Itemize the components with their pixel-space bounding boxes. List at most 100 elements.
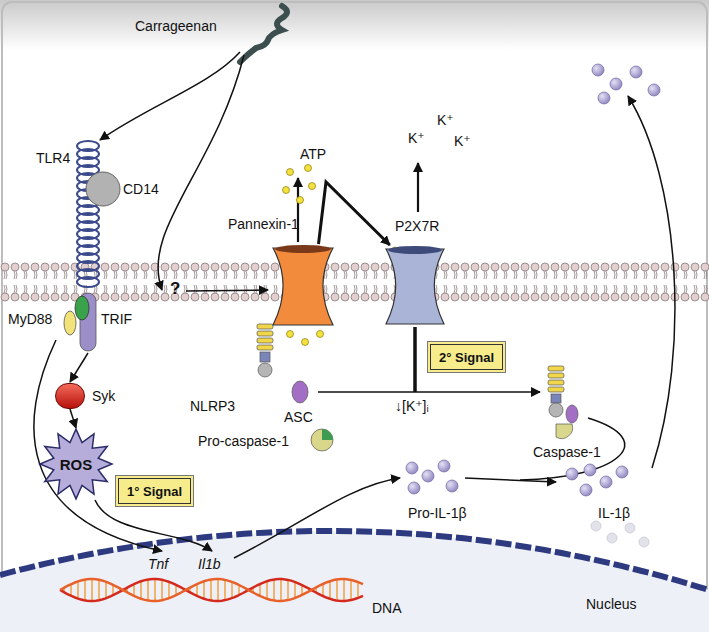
dna-rung <box>357 582 359 598</box>
pathway-arrows <box>34 52 675 558</box>
part-label: Caspase-1 <box>533 444 601 460</box>
faded-il1b <box>591 521 601 531</box>
faded-il1b <box>639 537 649 547</box>
part-label: Nucleus <box>586 596 637 612</box>
il1b-molecules <box>592 64 604 76</box>
dna-rung <box>105 582 107 598</box>
nlrp3-protein <box>257 331 273 336</box>
pannexin-channel: Pannexin-1 <box>272 244 334 326</box>
dna-rung <box>98 580 100 600</box>
dna-rung <box>280 579 282 601</box>
active-inflammasome <box>548 366 564 371</box>
p2x7r-channel <box>385 245 445 325</box>
atp-molecules <box>302 339 309 346</box>
channel-body <box>386 249 444 324</box>
il1b-molecules <box>600 476 612 488</box>
part-label: TRIF <box>101 311 132 327</box>
node-label: P2X7R <box>395 218 439 234</box>
pro-caspase-1-protein <box>311 429 333 451</box>
dna-rung <box>161 580 163 600</box>
atp-molecules <box>283 187 290 194</box>
coil-turn <box>77 277 99 287</box>
part-label: ASC <box>284 409 313 425</box>
dna-rung <box>322 584 324 596</box>
p2x7r-channel: P2X7R <box>385 245 445 325</box>
channel-pore <box>275 245 331 253</box>
dna-rung <box>350 580 352 600</box>
active-inflammasome <box>548 366 578 439</box>
dna-rung <box>231 582 233 598</box>
il1b-molecules <box>438 460 450 472</box>
dna-rung <box>336 580 338 601</box>
signal-line <box>413 327 417 392</box>
asc-protein <box>292 381 308 403</box>
dna-rung <box>70 584 72 595</box>
dna-strand <box>60 579 363 601</box>
active-inflammasome <box>556 424 573 439</box>
dna-rung <box>196 584 198 596</box>
part-label: MyD88 <box>8 311 52 327</box>
active-inflammasome <box>551 394 561 403</box>
part-label: NLRP3 <box>190 398 235 414</box>
il1b-molecules <box>610 78 622 90</box>
part-label: Il1b <box>198 556 221 572</box>
il1b-molecules <box>406 462 418 474</box>
il1b-molecules <box>422 470 434 482</box>
active-inflammasome <box>548 373 564 378</box>
extracellular-shade <box>0 0 709 50</box>
arrow <box>318 391 540 393</box>
node-label: 1° Signal <box>127 484 182 499</box>
dna-rung <box>210 580 212 601</box>
tlr4-tir-domain <box>75 296 89 320</box>
node-label: Pannexin-1 <box>228 216 299 232</box>
part-label: DNA <box>372 600 402 616</box>
part-label: ? <box>170 281 180 297</box>
part-label: K⁺ <box>408 130 425 146</box>
dna-rung <box>147 580 149 601</box>
syk-protein: Syk <box>55 383 85 409</box>
part-label: Pro-caspase-1 <box>198 433 289 449</box>
arrow <box>520 418 625 480</box>
signal-box: 1° Signal <box>118 478 191 504</box>
ros-star <box>40 429 112 499</box>
dna-rung <box>343 579 345 601</box>
active-inflammasome <box>548 380 564 385</box>
nlrp3-protein <box>258 363 272 377</box>
faded-il1b <box>625 523 635 533</box>
il1b-molecules <box>408 482 420 494</box>
il1b-molecules <box>580 484 592 496</box>
dna-rung <box>77 581 79 598</box>
node-label: Syk <box>92 388 115 404</box>
atp-molecules <box>297 197 304 204</box>
channel-pore <box>388 246 442 254</box>
pro-caspase-1-protein <box>322 429 333 440</box>
arrow <box>34 340 162 551</box>
dna-rung <box>168 582 170 598</box>
dna-rung <box>217 579 219 601</box>
faded-il1b <box>607 533 617 543</box>
dna-rung <box>154 579 156 601</box>
dna-rung <box>84 580 86 601</box>
dna-rung <box>266 581 268 599</box>
il1b-molecules <box>616 466 628 478</box>
dna-rung <box>273 580 275 601</box>
part-label: IL-1β <box>598 505 630 521</box>
atp-molecules <box>287 169 294 176</box>
arrow <box>70 353 88 382</box>
faded-il1b <box>591 521 649 547</box>
ros-burst: ROS <box>38 428 114 500</box>
cell-membrane <box>0 262 709 302</box>
node-label: 2° Signal <box>439 350 494 365</box>
il1b-molecules <box>598 92 610 104</box>
part-label: Tnf <box>148 556 168 572</box>
active-inflammasome <box>566 405 578 423</box>
dna-rung <box>329 581 331 599</box>
cd14-protein <box>86 172 120 206</box>
part-label: Pro-IL-1β <box>408 505 467 521</box>
part-label: ATP <box>300 146 326 162</box>
dna-rung <box>133 584 135 596</box>
part-label: TLR4 <box>36 150 70 166</box>
dna-rung <box>259 584 261 596</box>
node-label: ROS <box>60 456 93 473</box>
part-label: K⁺ <box>454 133 471 149</box>
